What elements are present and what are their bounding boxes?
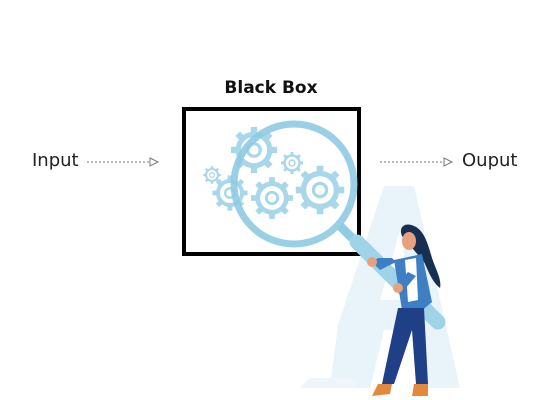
input-label: Input xyxy=(32,150,79,171)
woman-figure-icon xyxy=(367,224,441,396)
output-arrow xyxy=(380,157,454,167)
magnifying-glass-icon xyxy=(230,120,446,330)
gears-icon xyxy=(202,127,344,219)
output-label: Ouput xyxy=(462,150,518,171)
black-box-title: Black Box xyxy=(224,78,318,98)
input-arrow xyxy=(87,157,160,167)
